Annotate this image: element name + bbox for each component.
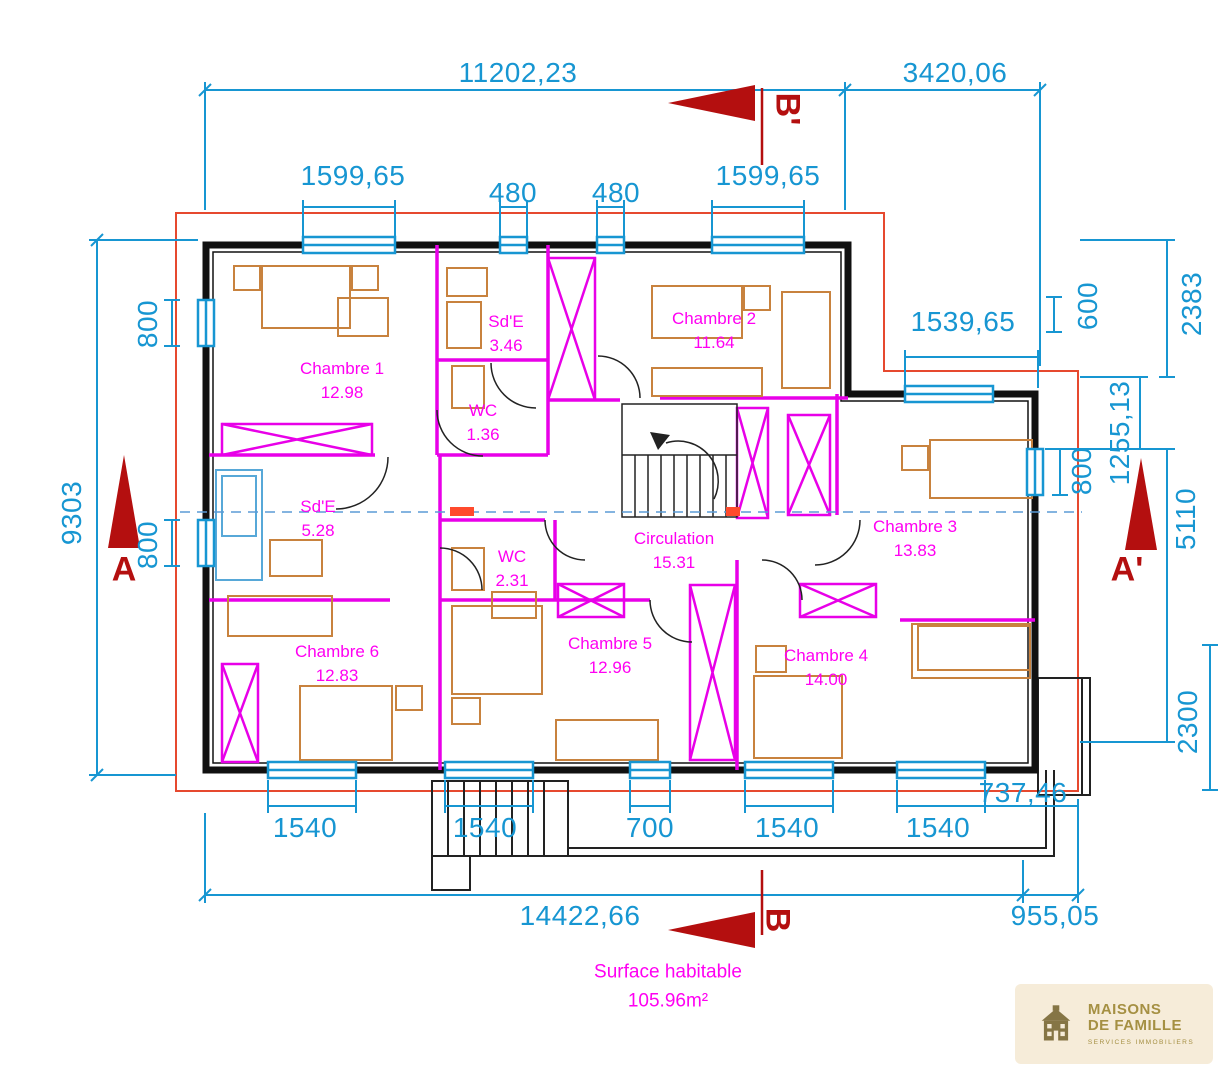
section-cut-line: [180, 507, 1082, 516]
logo-name-line2: DE FAMILLE: [1087, 1017, 1183, 1035]
overhang-outline: [175, 212, 1079, 792]
dim-left-800-top: 800: [132, 299, 163, 349]
room-name: Chambre 2: [671, 309, 757, 329]
room-name: Chambre 4: [783, 646, 869, 666]
furniture-layer: [227, 265, 1033, 761]
room-label-sde-left: Sd'E 5.28: [300, 495, 335, 543]
room-name: WC: [468, 401, 498, 421]
section-label-a-prime: A': [1110, 550, 1144, 589]
dim-bottom-total-left: 14422,66: [519, 900, 641, 931]
room-label-sde-top: Sd'E 3.46: [488, 310, 523, 358]
door-swings: [335, 355, 861, 643]
room-label-chambre5: Chambre 5 12.96: [568, 632, 652, 680]
room-label-chambre1: Chambre 1 12.98: [300, 357, 384, 405]
room-area: 13.83: [893, 541, 937, 560]
dim-right-800: 800: [1066, 446, 1097, 496]
section-arrows: [108, 85, 1157, 948]
room-name: Sd'E: [300, 497, 336, 517]
dim-top-total-left: 11202,23: [458, 57, 578, 88]
staircase: [621, 403, 738, 518]
exterior-walls: [202, 241, 1039, 774]
section-label-b-prime: B': [768, 92, 807, 126]
room-area: 12.96: [588, 658, 632, 677]
room-label-chambre3: Chambre 3 13.83: [873, 515, 957, 563]
dim-bottom-win-2: 1540: [452, 812, 518, 843]
section-label-b: B: [758, 907, 797, 933]
room-area: 12.98: [320, 383, 364, 402]
dim-window-480-b: 480: [591, 177, 641, 208]
dim-window-1599-left: 1599,65: [300, 160, 406, 191]
logo-maisons-de-famille: MAISONS DE FAMILLE SERVICES IMMOBILIERS: [1015, 984, 1213, 1064]
logo-name-line1: MAISONS: [1087, 1000, 1162, 1018]
room-area: 14.00: [804, 670, 848, 689]
dim-bottom-win-5: 1540: [905, 812, 971, 843]
dim-left-800-bottom: 800: [132, 520, 163, 570]
dim-left-9303: 9303: [56, 480, 87, 546]
dim-right-5110: 5110: [1170, 487, 1201, 551]
dim-notch-height: 600: [1072, 281, 1103, 331]
surface-value: 105.96m²: [627, 990, 709, 1011]
room-name: Chambre 3: [872, 517, 958, 537]
dim-window-1599-right: 1599,65: [715, 160, 821, 191]
dim-bottom-win-1: 1540: [272, 812, 338, 843]
bath-fixtures: [215, 469, 263, 581]
room-area: 15.31: [652, 553, 696, 572]
dim-right-2300: 2300: [1172, 689, 1203, 755]
room-area: 12.83: [315, 666, 359, 685]
room-name: Chambre 5: [567, 634, 653, 654]
dim-window-480-a: 480: [488, 177, 538, 208]
room-area: 3.46: [489, 336, 523, 355]
house-icon: [1041, 1005, 1071, 1041]
room-label-chambre2: Chambre 2 11.64: [672, 307, 756, 355]
dim-top-total-right: 3420,06: [902, 57, 1008, 88]
logo-tagline: SERVICES IMMOBILIERS: [1087, 1039, 1195, 1047]
room-area: 5.28: [301, 521, 335, 540]
dim-bottom-737: 737,46: [978, 777, 1068, 808]
dim-right-1255: 1255,13: [1104, 380, 1135, 486]
room-name: Circulation: [633, 529, 715, 549]
dimension-lines: [89, 82, 1218, 903]
room-area: 11.64: [693, 333, 735, 352]
room-name: Chambre 1: [299, 359, 385, 379]
room-label-wc-mid: WC 2.31: [495, 545, 528, 593]
dim-bottom-win-3: 700: [625, 812, 675, 843]
section-label-a: A: [111, 550, 137, 589]
room-name: Chambre 6: [294, 642, 380, 662]
dim-bottom-win-4: 1540: [754, 812, 820, 843]
room-name: WC: [497, 547, 527, 567]
room-area: 1.36: [466, 425, 500, 444]
room-area: 2.31: [495, 571, 529, 590]
room-label-chambre6: Chambre 6 12.83: [295, 640, 379, 688]
dim-right-2383: 2383: [1176, 271, 1207, 337]
windows-layer: [196, 235, 1045, 780]
surface-note: Surface habitable 105.96m²: [594, 959, 742, 1016]
dim-notch-width: 1539,65: [910, 306, 1016, 337]
room-label-circulation: Circulation 15.31: [634, 527, 714, 575]
dim-bottom-total-right: 955,05: [1010, 900, 1100, 931]
surface-label: Surface habitable: [594, 961, 742, 983]
room-label-chambre4: Chambre 4 14.00: [784, 644, 868, 692]
room-label-wc-top: WC 1.36: [466, 399, 499, 447]
crossed-boxes: [220, 256, 878, 764]
room-name: Sd'E: [488, 312, 524, 332]
